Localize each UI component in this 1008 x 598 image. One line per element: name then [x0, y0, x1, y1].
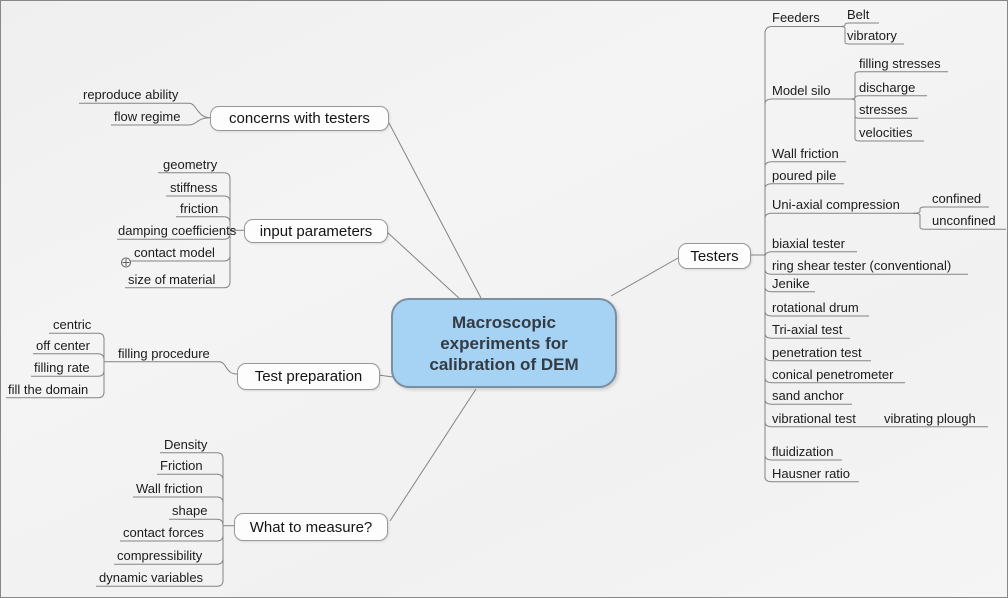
node-testers[interactable]: Testers — [678, 243, 751, 269]
node-discharge[interactable]: discharge — [859, 80, 916, 95]
node-vibrational-test[interactable]: vibrational test — [772, 411, 856, 426]
node-model-silo[interactable]: Model silo — [772, 83, 831, 98]
node-contact-forces[interactable]: contact forces — [123, 525, 204, 540]
node-velocities[interactable]: velocities — [859, 125, 913, 140]
node-centric[interactable]: centric — [53, 317, 92, 332]
node-filling-procedure[interactable]: filling procedure — [118, 346, 210, 361]
node-flow-regime[interactable]: flow regime — [114, 109, 181, 124]
node-rotational-drum[interactable]: rotational drum — [772, 300, 859, 315]
node-geometry[interactable]: geometry — [163, 157, 218, 172]
node-stiffness[interactable]: stiffness — [170, 180, 218, 195]
node-hausner-ratio[interactable]: Hausner ratio — [772, 466, 851, 481]
node-tri-axial-test[interactable]: Tri-axial test — [772, 322, 843, 337]
node-input-parameters[interactable]: input parameters — [244, 219, 388, 243]
node-belt[interactable]: Belt — [847, 7, 870, 22]
node-contact-model[interactable]: contact model — [134, 245, 215, 260]
node-vibratory[interactable]: vibratory — [847, 28, 897, 43]
node-concerns-with-testers[interactable]: concerns with testers — [210, 106, 389, 131]
node-poured-pile[interactable]: poured pile — [772, 168, 837, 183]
node-sand-anchor[interactable]: sand anchor — [772, 388, 844, 403]
root-node[interactable]: Macroscopic experiments for calibration … — [391, 298, 617, 388]
node-uni-axial-compression[interactable]: Uni-axial compression — [772, 197, 900, 212]
node-filling-rate[interactable]: filling rate — [34, 360, 90, 375]
node-dynamic-variables[interactable]: dynamic variables — [99, 570, 204, 585]
node-fill-the-domain[interactable]: fill the domain — [8, 382, 89, 397]
node-fluidization[interactable]: fluidization — [772, 444, 834, 459]
node-density[interactable]: Density — [164, 437, 208, 452]
node-friction[interactable]: friction — [180, 201, 219, 216]
node-penetration-test[interactable]: penetration test — [772, 345, 862, 360]
node-wall-friction[interactable]: Wall friction — [772, 146, 839, 161]
node-test-preparation[interactable]: Test preparation — [237, 363, 380, 390]
node-what-to-measure[interactable]: What to measure? — [234, 513, 388, 541]
node-confined[interactable]: confined — [932, 191, 982, 206]
node-ring-shear-tester[interactable]: ring shear tester (conventional) — [772, 258, 952, 273]
node-unconfined[interactable]: unconfined — [932, 213, 996, 228]
node-friction-measure[interactable]: Friction — [160, 458, 203, 473]
node-vibrating-plough[interactable]: vibrating plough — [884, 411, 976, 426]
node-filling-stresses[interactable]: filling stresses — [859, 56, 941, 71]
node-jenike[interactable]: Jenike — [772, 276, 810, 291]
fold-plus-icon[interactable] — [121, 257, 131, 268]
node-biaxial-tester[interactable]: biaxial tester — [772, 236, 845, 251]
node-feeders[interactable]: Feeders — [772, 10, 820, 25]
node-wall-friction-measure[interactable]: Wall friction — [136, 481, 203, 496]
node-off-center[interactable]: off center — [36, 338, 90, 353]
node-stresses[interactable]: stresses — [859, 102, 908, 117]
node-reproduce-ability[interactable]: reproduce ability — [83, 87, 179, 102]
node-compressibility[interactable]: compressibility — [117, 548, 203, 563]
node-damping-coefficients[interactable]: damping coefficients — [118, 223, 237, 238]
node-size-of-material[interactable]: size of material — [128, 272, 216, 287]
node-conical-penetrometer[interactable]: conical penetrometer — [772, 367, 894, 382]
node-shape[interactable]: shape — [172, 503, 208, 518]
